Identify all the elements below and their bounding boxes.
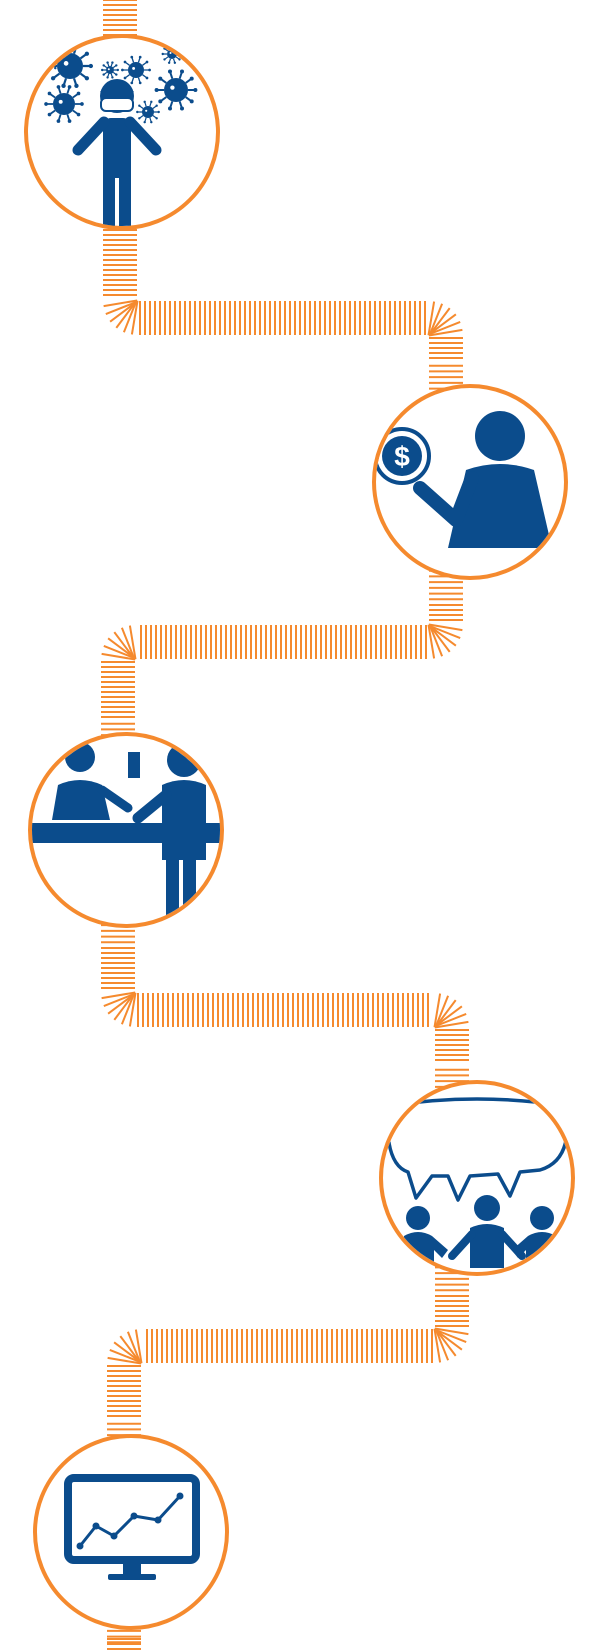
virus-icon xyxy=(121,55,151,85)
step-4-node xyxy=(379,1080,575,1276)
svg-text:$: $ xyxy=(394,441,410,472)
step-3-node xyxy=(28,732,224,928)
person-dollar-coin-icon: $ xyxy=(376,411,552,548)
step-1-node xyxy=(24,34,220,230)
speech-bubble-icon xyxy=(385,1097,570,1202)
monitor-line-chart-icon xyxy=(64,1474,200,1580)
virus-icon xyxy=(101,61,120,79)
virus-icon xyxy=(136,100,160,124)
virus-icon xyxy=(154,69,198,111)
step-2-node: $ xyxy=(372,384,568,580)
virus-icon xyxy=(44,85,84,123)
step-5-node xyxy=(33,1434,229,1630)
service-counter-icon xyxy=(32,742,220,920)
